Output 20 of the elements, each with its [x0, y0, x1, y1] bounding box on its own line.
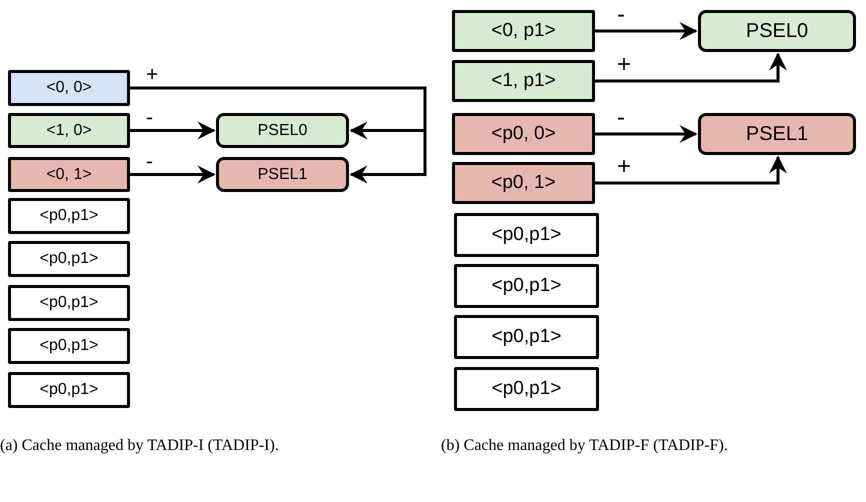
arrow	[130, 122, 216, 140]
edge-label: -	[617, 106, 625, 130]
caption: (a) Cache managed by TADIP-I (TADIP-I).	[0, 436, 280, 456]
arrow	[595, 52, 787, 82]
arrow	[595, 22, 698, 40]
edge-label: +	[617, 53, 632, 77]
edge-label: -	[146, 150, 153, 172]
counter-box: PSEL0	[216, 113, 349, 148]
edge-label: -	[617, 3, 625, 27]
edge-label: -	[146, 106, 153, 128]
arrow	[595, 156, 787, 184]
edge-label: +	[146, 64, 158, 85]
arrow	[130, 166, 216, 184]
edge-label: +	[617, 155, 632, 179]
arrow	[130, 86, 426, 184]
counter-box: PSEL1	[216, 157, 349, 192]
arrow	[595, 125, 698, 143]
counter-box: PSEL0	[698, 10, 856, 52]
counter-box: PSEL1	[698, 113, 856, 155]
caption: (b) Cache managed by TADIP-F (TADIP-F).	[441, 436, 729, 456]
